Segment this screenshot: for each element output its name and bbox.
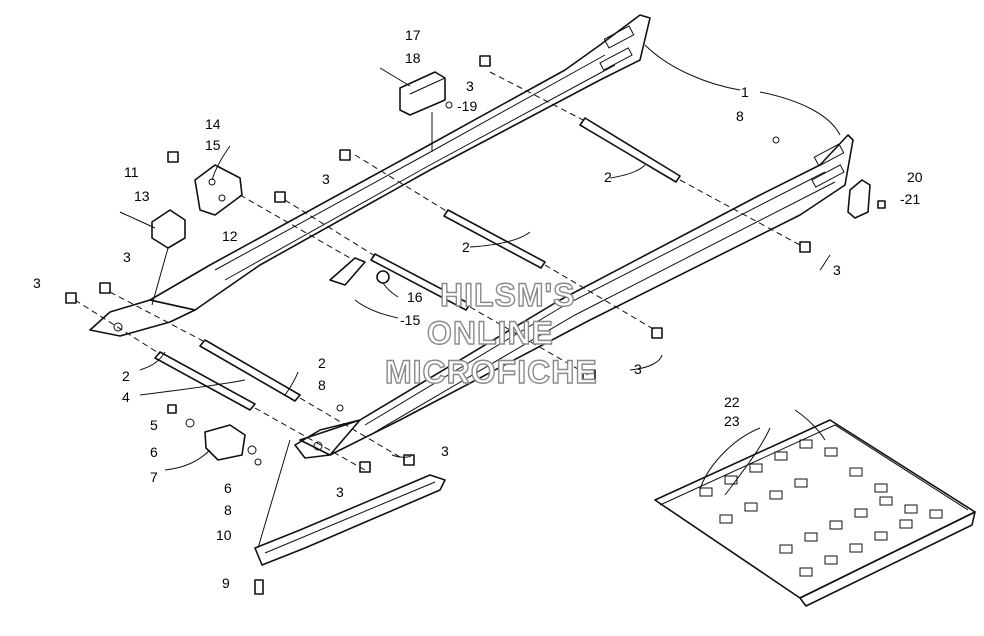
callout-3: 3 [441, 443, 449, 459]
callout-2: 2 [462, 239, 470, 255]
callout-8: 8 [736, 108, 744, 124]
callout-14: 14 [205, 116, 221, 132]
callout-3: 3 [466, 78, 474, 94]
callout-6: 6 [150, 444, 158, 460]
callout-9: 9 [222, 575, 230, 591]
watermark: HILSM'S ONLINE MICROFICHE [384, 276, 598, 390]
bolts [65, 55, 811, 473]
callout-6: 6 [224, 480, 232, 496]
track [654, 419, 976, 607]
callout-19: -19 [457, 98, 477, 114]
callout-2: 2 [604, 169, 612, 185]
callout-13: 13 [134, 188, 150, 204]
rail-upper [89, 14, 651, 337]
callout-3: 3 [33, 275, 41, 291]
callout-21: -21 [900, 191, 920, 207]
callout-15: -15 [400, 312, 420, 328]
callout-3: 3 [833, 262, 841, 278]
callout-3: 3 [123, 249, 131, 265]
callout-18: 18 [405, 50, 421, 66]
callout-16: 16 [407, 289, 423, 305]
callout-3: 3 [322, 171, 330, 187]
callout-3: 3 [634, 361, 642, 377]
callout-3: 3 [336, 484, 344, 500]
callout-23: 23 [724, 413, 740, 429]
callout-2: 2 [318, 355, 326, 371]
callout-5: 5 [150, 417, 158, 433]
callout-22: 22 [724, 394, 740, 410]
callout-20: 20 [907, 169, 923, 185]
watermark-line-2: ONLINE [427, 315, 554, 351]
callout-17: 17 [405, 27, 421, 43]
callout-7: 7 [150, 469, 158, 485]
small-parts [119, 67, 886, 595]
callout-11: 11 [124, 164, 139, 180]
callout-2: 2 [122, 368, 130, 384]
callout-labels: 1 8 2 2 2 2 3 3 3 3 3 3 3 3 4 5 6 7 6 8 … [33, 27, 923, 591]
callout-10: 10 [216, 527, 232, 543]
callout-1: 1 [741, 84, 749, 100]
watermark-line-1: HILSM'S [440, 277, 576, 313]
callout-8: 8 [224, 502, 232, 518]
callout-4: 4 [122, 389, 130, 405]
callout-12: 12 [222, 228, 238, 244]
callout-15: 15 [205, 137, 221, 153]
leader-lines [139, 44, 841, 496]
watermark-line-3: MICROFICHE [385, 354, 598, 390]
rail-lower [294, 134, 854, 459]
cross-shafts [74, 71, 801, 471]
callout-8: 8 [318, 377, 326, 393]
